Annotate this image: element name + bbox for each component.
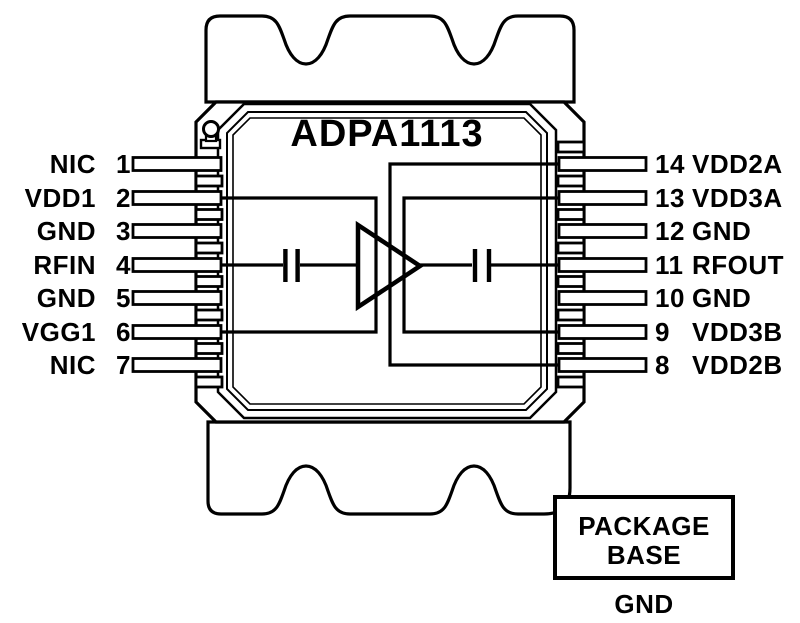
pin5-lead [131, 290, 223, 306]
pin9-lead [557, 324, 648, 340]
output-capacitor-plate-left [472, 249, 478, 282]
package-lid-mid [226, 111, 548, 411]
input-capacitor-plate-left [283, 249, 288, 282]
pin14-lead [557, 156, 648, 172]
stub [194, 174, 224, 188]
left-castellation-stubs [194, 174, 224, 389]
pin9-number: 9 [655, 317, 670, 347]
pin3-lead [131, 223, 223, 239]
pin6-name: VGG1 [22, 317, 96, 347]
pin1-number: 1 [116, 149, 131, 179]
package-base-ground-label: GND [614, 589, 673, 619]
pin5-name: GND [37, 283, 96, 313]
pin14-number: 14 [655, 149, 685, 179]
pin2-name: VDD1 [25, 183, 96, 213]
pin5-number: 5 [116, 283, 131, 313]
pin9-name: VDD3B [692, 317, 783, 347]
pin4-lead [131, 257, 223, 273]
package-base-label-line2: BASE [607, 540, 681, 570]
pin13-number: 13 [655, 183, 685, 213]
pin2-number: 2 [116, 183, 131, 213]
stub [194, 275, 224, 288]
pin7-lead [131, 357, 223, 373]
pin11-lead [557, 257, 648, 273]
pin4-name: RFIN [33, 250, 96, 280]
part-number-title: ADPA1113 [290, 113, 483, 155]
input-capacitor-plate-right [295, 249, 300, 282]
pin8-name: VDD2B [692, 350, 783, 380]
pin12-name: GND [692, 216, 751, 246]
left-pin-leads [131, 156, 223, 373]
pin1-lead [131, 156, 223, 172]
pin10-lead [557, 290, 648, 306]
pin7-number: 7 [116, 350, 131, 380]
right-pin-leads [557, 156, 648, 373]
stub [194, 308, 224, 322]
package-flange-bottom [206, 420, 572, 516]
stub [556, 375, 586, 389]
pin10-number: 10 [655, 283, 685, 313]
pin1-name: NIC [50, 149, 96, 179]
pin14-name: VDD2A [692, 149, 783, 179]
stub [194, 375, 224, 389]
pin11-number: 11 [655, 250, 684, 280]
right-castellation-stubs [556, 140, 586, 389]
pin8-lead [557, 357, 648, 373]
pin12-number: 12 [655, 216, 685, 246]
pin11-name: RFOUT [692, 250, 784, 280]
pin4-number: 4 [116, 250, 131, 280]
pin3-name: GND [37, 216, 96, 246]
stub [194, 241, 224, 255]
pin8-number: 8 [655, 350, 670, 380]
stub [556, 342, 586, 355]
stub [556, 140, 586, 154]
stub [194, 208, 224, 221]
stub [556, 275, 586, 288]
stub [556, 208, 586, 221]
bias-rail-vdd1-vgg1 [221, 196, 378, 334]
pin3-number: 3 [116, 216, 131, 246]
pin6-lead [131, 324, 223, 340]
pin13-lead [557, 190, 648, 206]
pin12-lead [557, 223, 648, 239]
bias-rail-vdd3a-vdd3b [402, 196, 559, 334]
stub [556, 174, 586, 188]
package-base-box [553, 495, 735, 580]
stub [556, 308, 586, 322]
pin1-marker-circle-icon [202, 120, 220, 138]
pin1-indicator [199, 120, 222, 150]
bias-rail-vdd2a-vdd2b [388, 162, 559, 367]
package-flange-top [204, 14, 576, 104]
stub [194, 342, 224, 355]
package-base-label-line1: PACKAGE [578, 511, 710, 541]
right-pin-labels: 14 VDD2A 13 VDD3A 12 GND 11 RFOUT 10 GND… [655, 149, 784, 380]
package-lid-inner [232, 117, 542, 405]
pin2-lead [131, 190, 223, 206]
pin10-name: GND [692, 283, 751, 313]
left-pin-labels: NIC 1 VDD1 2 GND 3 RFIN 4 GND 5 VGG1 6 N… [22, 149, 131, 380]
pin6-number: 6 [116, 317, 131, 347]
pin7-name: NIC [50, 350, 96, 380]
stub [556, 241, 586, 255]
output-capacitor-plate-right [486, 249, 492, 282]
pin13-name: VDD3A [692, 183, 783, 213]
